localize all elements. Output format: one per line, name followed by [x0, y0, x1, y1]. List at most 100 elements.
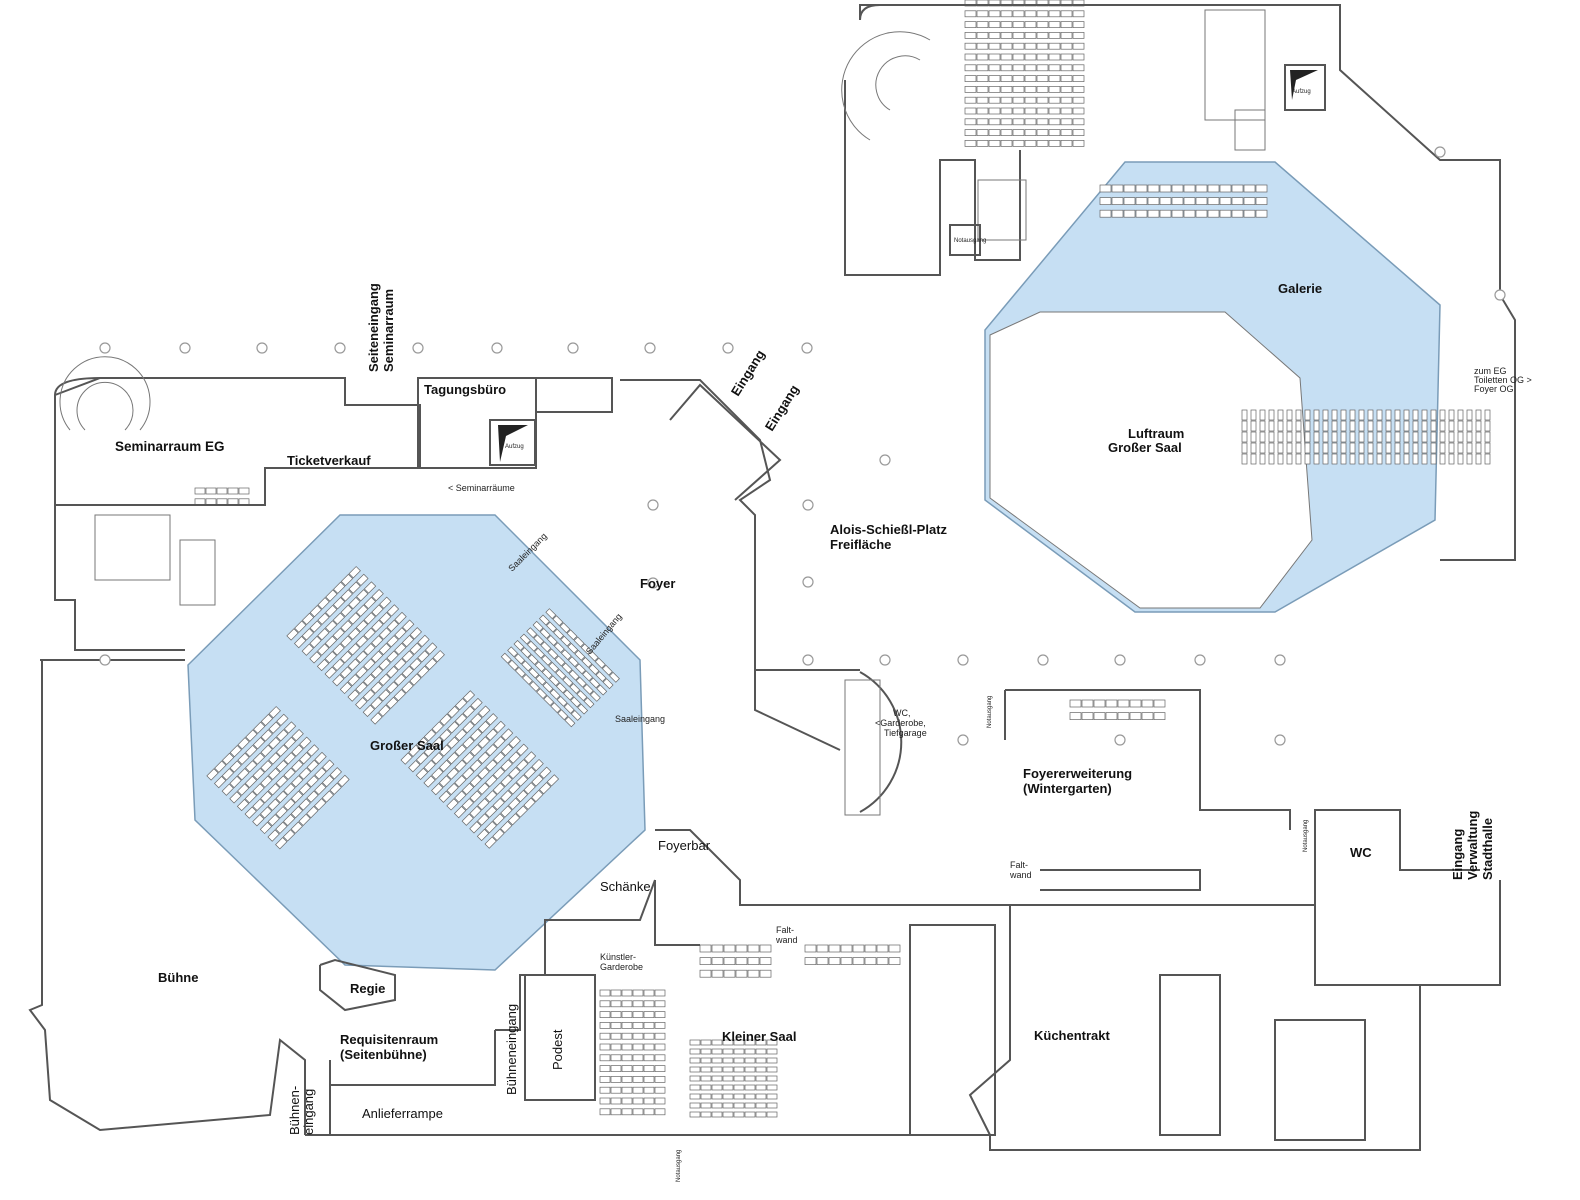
seat — [347, 658, 361, 671]
seat — [1358, 431, 1365, 443]
seat — [1024, 96, 1037, 104]
seat — [733, 1093, 745, 1100]
seat — [610, 1065, 622, 1072]
seat — [1072, 32, 1085, 39]
seat — [599, 1022, 611, 1029]
seat — [1111, 184, 1124, 193]
seat — [610, 1076, 622, 1083]
seat — [689, 1084, 701, 1091]
seat — [689, 1048, 701, 1055]
seat — [1250, 431, 1257, 443]
label-seitenbuehne: (Seitenbühne) — [340, 1047, 427, 1062]
seat — [1403, 420, 1410, 432]
seat — [1048, 96, 1061, 104]
column — [1194, 654, 1206, 666]
seat — [431, 736, 444, 750]
seat — [393, 673, 407, 686]
seat — [1000, 86, 1013, 93]
seat — [205, 487, 217, 495]
seat — [492, 813, 505, 826]
seat — [409, 657, 422, 671]
seat — [1268, 420, 1275, 432]
seat — [298, 782, 312, 796]
seat — [1385, 453, 1392, 465]
column — [334, 342, 346, 354]
seat — [507, 659, 519, 671]
seat — [552, 615, 564, 627]
seat — [321, 774, 335, 788]
seat — [755, 1084, 767, 1091]
seat — [290, 790, 304, 803]
seat — [828, 944, 841, 953]
seat — [1012, 129, 1025, 136]
seat — [1024, 53, 1037, 61]
seat — [446, 752, 460, 765]
seat — [632, 1097, 644, 1105]
label-buehne: Bühne — [158, 970, 198, 985]
seat — [447, 705, 460, 719]
seat-block — [286, 566, 445, 725]
seat — [393, 658, 407, 671]
seat — [538, 614, 550, 626]
seat — [1048, 32, 1061, 39]
seat — [700, 1057, 712, 1064]
seat — [599, 1108, 611, 1116]
label-faltwand-1a: Falt- — [1010, 860, 1028, 870]
seat — [1183, 184, 1196, 193]
seat — [348, 566, 361, 579]
seat — [1183, 209, 1196, 218]
seat — [643, 989, 655, 997]
seat — [621, 1086, 633, 1094]
seat — [711, 1057, 723, 1064]
seat — [507, 797, 521, 810]
label-foyer: Foyer — [640, 576, 675, 591]
seat — [1048, 10, 1061, 18]
seat — [194, 498, 206, 506]
seat — [654, 1043, 666, 1051]
seat — [1394, 453, 1401, 465]
label-eingang-2: Eingang — [762, 382, 802, 433]
seat — [194, 487, 206, 495]
seat — [643, 1022, 655, 1029]
seat — [759, 957, 772, 965]
seat-block — [599, 989, 666, 1116]
seat — [643, 1011, 655, 1018]
seat — [766, 1048, 778, 1055]
seat — [840, 944, 853, 953]
seat — [1231, 184, 1244, 193]
seat — [322, 759, 335, 772]
seat — [1349, 453, 1356, 465]
seat — [744, 1093, 756, 1100]
seat — [1277, 409, 1284, 421]
seat — [378, 627, 392, 640]
seat — [577, 703, 589, 715]
seat — [1024, 107, 1037, 115]
seat — [339, 681, 353, 695]
seat — [484, 836, 497, 849]
seat — [1135, 184, 1148, 193]
seat — [744, 1066, 756, 1073]
seat — [268, 706, 281, 719]
seat — [566, 629, 578, 641]
seat — [1304, 409, 1311, 421]
seat — [632, 1065, 644, 1072]
seat — [1349, 409, 1356, 421]
seat — [401, 681, 414, 694]
seat — [446, 736, 460, 749]
seat — [1093, 712, 1106, 720]
seat — [1259, 409, 1266, 421]
seat — [575, 663, 586, 675]
seat — [1036, 129, 1049, 136]
seat — [557, 709, 569, 721]
seat — [1147, 197, 1160, 205]
seat — [500, 820, 513, 834]
seat — [507, 646, 519, 658]
seat — [1111, 209, 1124, 218]
seat — [370, 666, 384, 679]
seat — [1000, 129, 1013, 136]
seat — [267, 798, 281, 811]
seat — [386, 681, 399, 694]
seat — [244, 791, 257, 804]
seat — [371, 635, 384, 648]
seat — [237, 752, 250, 765]
